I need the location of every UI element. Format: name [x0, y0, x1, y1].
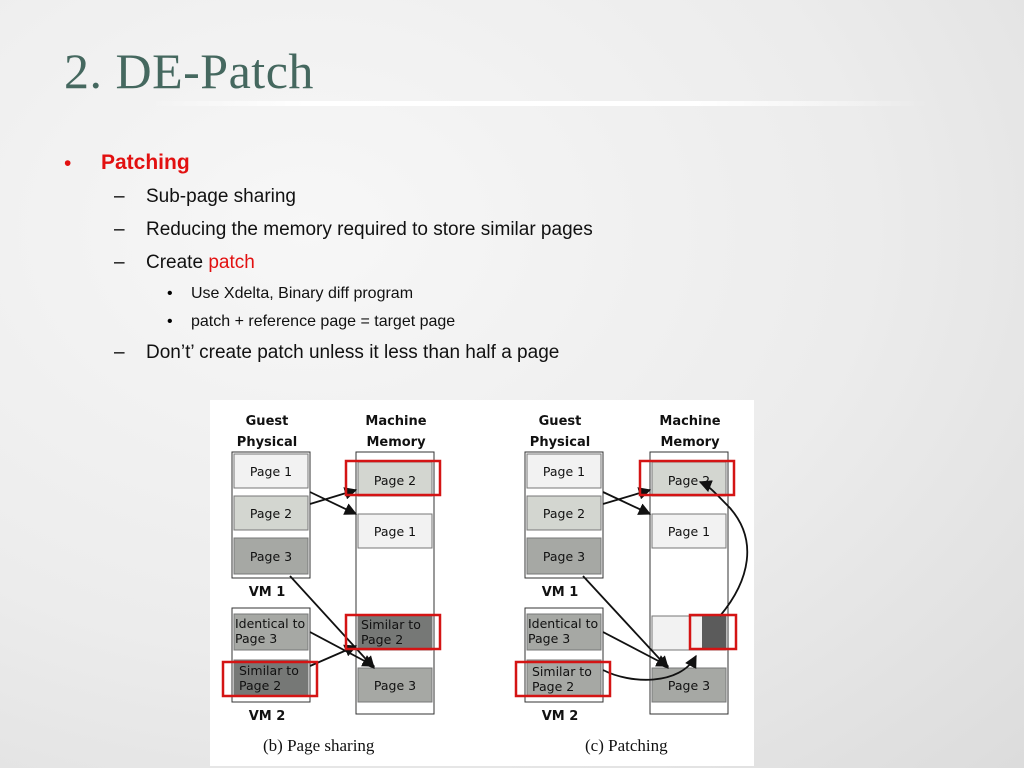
machine-page-2 — [357, 461, 433, 497]
similar-line2: Page 2 — [239, 678, 281, 693]
arrow-similar-to-patch — [602, 654, 697, 681]
guest-page-2 — [233, 495, 309, 531]
similar-line1: Similar to — [239, 663, 299, 678]
machine-similar-line2: Page 2 — [361, 632, 403, 647]
bullet-sub-page-sharing: Sub-page sharing — [146, 186, 296, 207]
vm2-identical-page — [233, 613, 309, 651]
machine-header-line2: Memory — [660, 435, 720, 450]
title-underline — [150, 101, 930, 106]
arrow-identical — [309, 631, 376, 667]
patch-highlight: patch — [208, 252, 255, 273]
machine-page-2-label: Page 2 — [668, 473, 710, 488]
identical-line2: Page 3 — [235, 631, 277, 646]
machine-page-2-label: Page 2 — [374, 473, 416, 488]
highlight-box — [514, 660, 612, 698]
guest-page-2-label: Page 2 — [250, 506, 292, 521]
dash-marker: – — [114, 252, 125, 273]
similar-line2: Page 2 — [532, 679, 574, 694]
arrow-page3 — [582, 575, 669, 669]
bullet-create-patch: Create patch — [146, 252, 255, 274]
arrow-page3 — [289, 575, 375, 669]
guest-page-1-label: Page 1 — [543, 464, 585, 479]
machine-header-line1: Machine — [659, 414, 720, 429]
highlight-box — [638, 459, 736, 497]
dash-marker: – — [114, 186, 125, 207]
guest-header-line1: Guest — [539, 414, 582, 429]
machine-page-3 — [357, 667, 433, 703]
sub-bullet-marker: • — [167, 285, 173, 302]
create-text: Create — [146, 252, 209, 273]
guest-page-2 — [526, 495, 602, 531]
guest-page-3-label: Page 3 — [543, 549, 585, 564]
dash-marker: – — [114, 342, 125, 363]
arrow-page1 — [309, 491, 358, 515]
bullet-patch-formula: patch + reference page = target page — [191, 313, 456, 330]
guest-page-3 — [233, 537, 309, 575]
machine-page-1 — [357, 513, 433, 549]
machine-similar-line1: Similar to — [361, 617, 421, 632]
highlight-box — [221, 660, 319, 698]
machine-page-1 — [651, 513, 727, 549]
guest-page-1 — [233, 453, 309, 489]
patch-block — [702, 616, 726, 650]
bullet-half-page-rule: Don’t’ create patch unless it less than … — [146, 342, 560, 363]
vm1-label: VM 1 — [542, 585, 579, 600]
guest-header-line1: Guest — [246, 414, 289, 429]
bullet-patching: Patching — [101, 151, 190, 174]
vm1-label: VM 1 — [249, 585, 286, 600]
identical-line1: Identical to — [528, 616, 598, 631]
machine-page-1-label: Page 1 — [374, 524, 416, 539]
memory-diagram-figure: Guest Physical Machine Memory Page 1 Pag… — [210, 400, 754, 766]
bullet-xdelta: Use Xdelta, Binary diff program — [191, 285, 414, 302]
vm2-similar-page — [526, 659, 602, 697]
machine-page-3-label: Page 3 — [668, 678, 710, 693]
guest-header-line2: Physical — [530, 435, 590, 450]
caption-page-sharing: (b) Page sharing — [263, 736, 375, 755]
sub-bullet-marker: • — [167, 313, 173, 330]
arrow-patch-to-reference — [698, 480, 749, 617]
slide-title: 2. DE-Patch — [64, 43, 314, 99]
arrow-page1 — [602, 491, 652, 515]
panel-patching: Guest Physical Machine Memory Page 1 Pag… — [514, 414, 749, 755]
guest-page-1 — [526, 453, 602, 489]
machine-page-1-label: Page 1 — [668, 524, 710, 539]
machine-page-3 — [651, 667, 727, 703]
guest-page-3-label: Page 3 — [250, 549, 292, 564]
guest-header-line2: Physical — [237, 435, 297, 450]
memory-diagram: Guest Physical Machine Memory Page 1 Pag… — [221, 414, 749, 755]
identical-line1: Identical to — [235, 616, 305, 631]
vm2-identical-page — [526, 613, 602, 651]
machine-header-line2: Memory — [366, 435, 426, 450]
identical-line2: Page 3 — [528, 631, 570, 646]
caption-patching: (c) Patching — [585, 736, 668, 755]
bullet-marker: • — [64, 152, 72, 175]
highlight-box — [344, 459, 442, 497]
similar-line1: Similar to — [532, 664, 592, 679]
guest-page-3 — [526, 537, 602, 575]
arrow-page2 — [602, 487, 652, 505]
vm2-label: VM 2 — [542, 709, 579, 724]
guest-page-2-label: Page 2 — [543, 506, 585, 521]
highlight-box — [688, 613, 738, 651]
arrow-page2 — [309, 487, 358, 505]
machine-header-line1: Machine — [365, 414, 426, 429]
bullet-reducing-memory: Reducing the memory required to store si… — [146, 219, 593, 240]
machine-page-3-label: Page 3 — [374, 678, 416, 693]
vm2-label: VM 2 — [249, 709, 286, 724]
highlight-box — [344, 613, 442, 651]
machine-similar-page — [357, 615, 433, 651]
guest-page-1-label: Page 1 — [250, 464, 292, 479]
dash-marker: – — [114, 219, 125, 240]
arrow-identical — [602, 631, 670, 667]
panel-page-sharing: Guest Physical Machine Memory Page 1 Pag… — [221, 414, 442, 755]
